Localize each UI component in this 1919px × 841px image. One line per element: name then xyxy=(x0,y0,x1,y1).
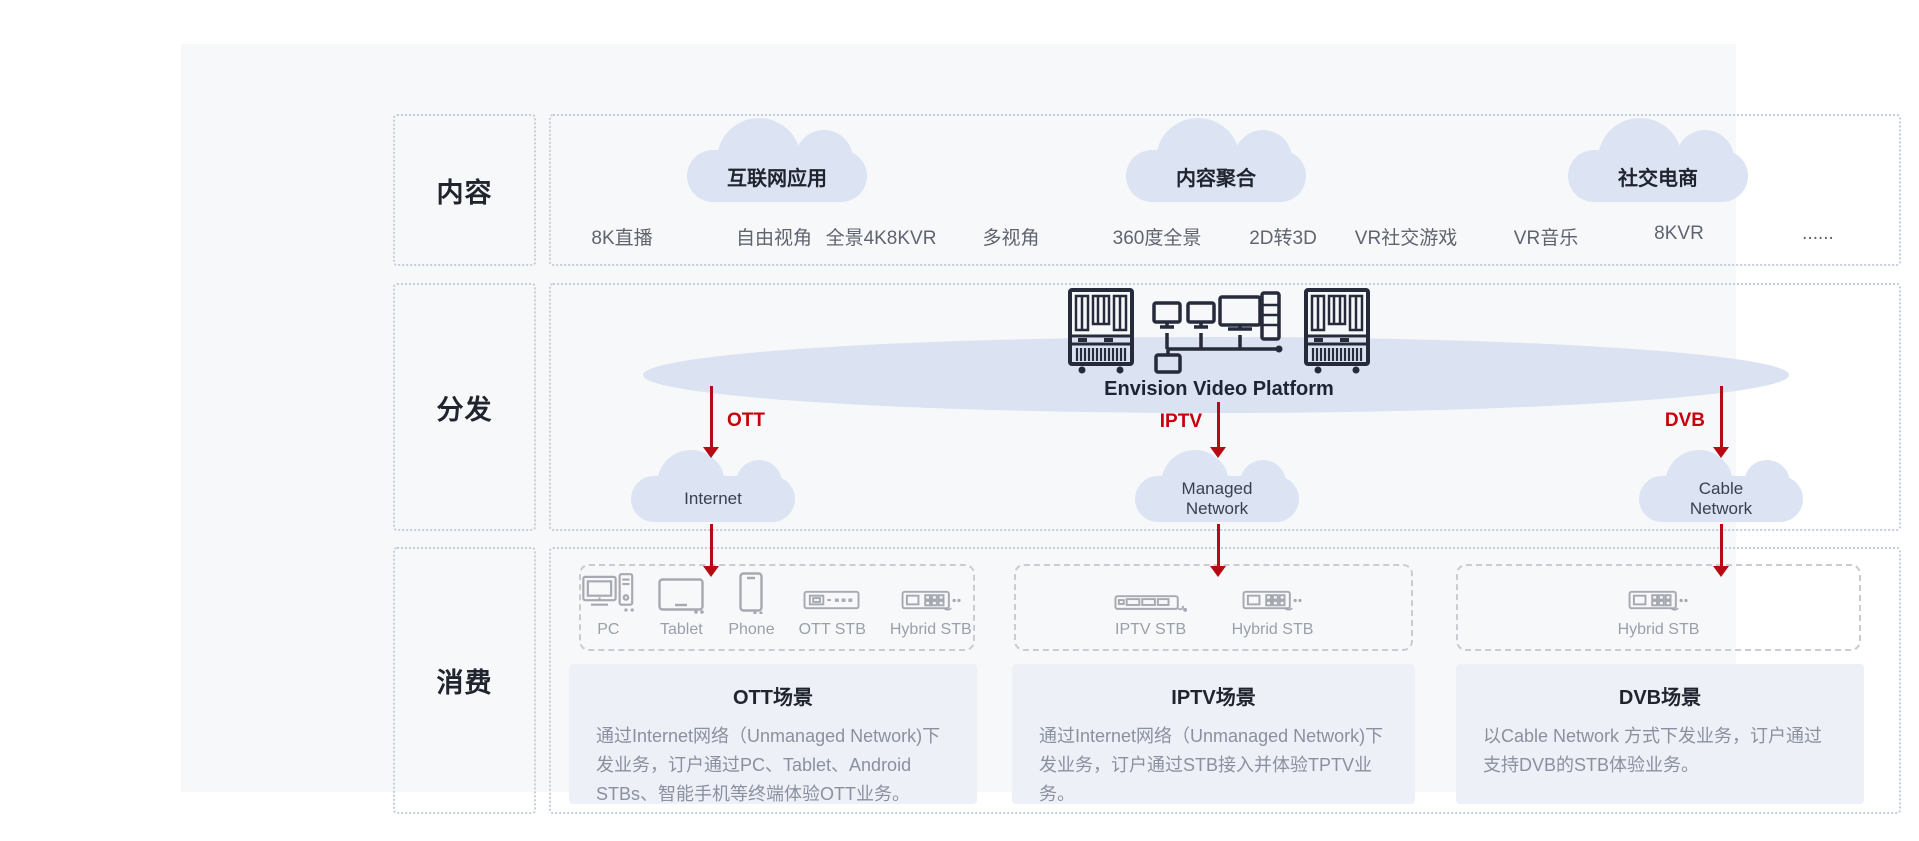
consumption-row-frame xyxy=(549,547,1901,814)
iptv-stb-icon xyxy=(1114,592,1188,614)
server-cluster-icon xyxy=(1068,288,1370,374)
internet-cloud-label: Internet xyxy=(684,489,742,509)
cloud-social-commerce-label: 社交电商 xyxy=(1618,167,1698,190)
cable-network-cloud-label: Cable Network xyxy=(1689,479,1753,518)
content-item: VR社交游戏 xyxy=(1354,228,1458,249)
device-label: Phone xyxy=(728,621,775,638)
layer-label-consumption: 消费 xyxy=(436,668,493,698)
tablet-icon xyxy=(658,578,704,614)
arrow-head xyxy=(703,447,719,458)
device-pc: PC xyxy=(582,572,634,639)
device-label: Hybrid STB xyxy=(1231,621,1314,638)
arrow-head xyxy=(703,566,719,577)
internet-cloud: Internet xyxy=(631,450,795,522)
device-iptv-stb: IPTV STB xyxy=(1114,592,1188,639)
cable-network-cloud: Cable Network xyxy=(1639,450,1803,522)
iptv-device-box: IPTV STB Hybrid STB xyxy=(1014,564,1413,651)
content-item: 360度全景 xyxy=(1112,228,1202,249)
scenario-title: OTT场景 xyxy=(733,687,813,709)
distribution-row-frame xyxy=(549,283,1901,531)
scenario-title: DVB场景 xyxy=(1618,687,1702,709)
hybrid-stb-icon xyxy=(901,587,961,614)
ott-device-box: PC Tablet Phone OTT STB Hybrid STB xyxy=(579,564,975,651)
cloud-internet-apps: 互联网应用 xyxy=(687,118,867,202)
arrow-head xyxy=(1713,447,1729,458)
device-label: Hybrid STB xyxy=(889,621,972,638)
ott-scenario-card: OTT场景 通过Internet网络（Unmanaged Network)下发业… xyxy=(569,664,977,804)
layer-label-content: 内容 xyxy=(436,177,493,208)
ott-protocol-label: OTT xyxy=(727,410,765,431)
arrow-line xyxy=(1216,524,1220,566)
dvb-scenario-card: DVB场景 以Cable Network 方式下发业务，订户通过支持DVB的ST… xyxy=(1456,664,1864,804)
platform-label: Envision Video Platform xyxy=(1104,378,1334,400)
hybrid-stb-icon xyxy=(1628,587,1688,614)
layer-box-consumption: 消费 xyxy=(393,547,536,814)
phone-icon xyxy=(739,572,763,614)
arrow-head xyxy=(1210,566,1226,577)
device-tablet: Tablet xyxy=(658,578,704,639)
layer-box-content: 内容 xyxy=(393,114,536,266)
device-hybrid-stb: Hybrid STB xyxy=(1231,587,1314,639)
scenario-description: 以Cable Network 方式下发业务，订户通过支持DVB的STB体验业务。 xyxy=(1483,726,1823,776)
dvb-protocol-label: DVB xyxy=(1664,410,1705,431)
cloud-content-aggregation-label: 内容聚合 xyxy=(1176,167,1256,190)
device-hybrid-stb: Hybrid STB xyxy=(1617,587,1700,639)
arrow-line xyxy=(709,386,713,447)
cloud-internet-apps-label: 互联网应用 xyxy=(727,167,827,190)
cloud-social-commerce: 社交电商 xyxy=(1568,118,1748,202)
layer-label-distribution: 分发 xyxy=(436,394,493,425)
managed-network-cloud: Managed Network xyxy=(1135,450,1299,522)
cloud-content-aggregation: 内容聚合 xyxy=(1126,118,1306,202)
ott-stb-icon xyxy=(803,587,861,614)
device-ott-stb: OTT STB xyxy=(799,587,866,639)
content-item: 全景4K8KVR xyxy=(825,228,937,249)
device-label: Hybrid STB xyxy=(1617,621,1700,638)
arrow-line xyxy=(709,524,713,566)
background-panel: 内容 分发 消费 互联网应用 内容聚合 社交电商 8K直播 自由视角 全景4K8… xyxy=(181,44,1901,814)
content-item: 多视角 xyxy=(982,228,1040,249)
arrow-head xyxy=(1713,566,1729,577)
pc-icon xyxy=(582,572,634,614)
content-item: 8KVR xyxy=(1654,223,1704,244)
scenario-description: 通过Internet网络（Unmanaged Network)下发业务，订户通过… xyxy=(1039,726,1384,805)
managed-network-cloud-label: Managed Network xyxy=(1181,479,1253,518)
arrow-line xyxy=(1719,524,1723,566)
arrow-line xyxy=(1719,386,1723,447)
content-item: VR音乐 xyxy=(1513,228,1579,249)
content-item: 自由视角 xyxy=(735,228,813,249)
hybrid-stb-icon xyxy=(1242,587,1302,614)
iptv-scenario-card: IPTV场景 通过Internet网络（Unmanaged Network)下发… xyxy=(1012,664,1415,804)
device-label: IPTV STB xyxy=(1115,621,1187,638)
content-item: 8K直播 xyxy=(591,228,653,249)
content-item: 2D转3D xyxy=(1249,228,1317,249)
iptv-protocol-label: IPTV xyxy=(1159,411,1202,432)
device-label: Tablet xyxy=(659,621,703,638)
device-hybrid-stb: Hybrid STB xyxy=(890,587,972,639)
content-row-frame xyxy=(549,114,1901,266)
content-item: ...... xyxy=(1802,223,1834,244)
scenario-title: IPTV场景 xyxy=(1171,687,1256,709)
device-label: PC xyxy=(597,621,620,638)
device-label: OTT STB xyxy=(798,621,866,638)
arrow-head xyxy=(1210,447,1226,458)
device-phone: Phone xyxy=(728,572,775,639)
dvb-device-box: Hybrid STB xyxy=(1456,564,1861,651)
layer-box-distribution: 分发 xyxy=(393,283,536,531)
arrow-line xyxy=(1216,402,1220,447)
scenario-description: 通过Internet网络（Unmanaged Network)下发业务，订户通过… xyxy=(596,726,941,805)
